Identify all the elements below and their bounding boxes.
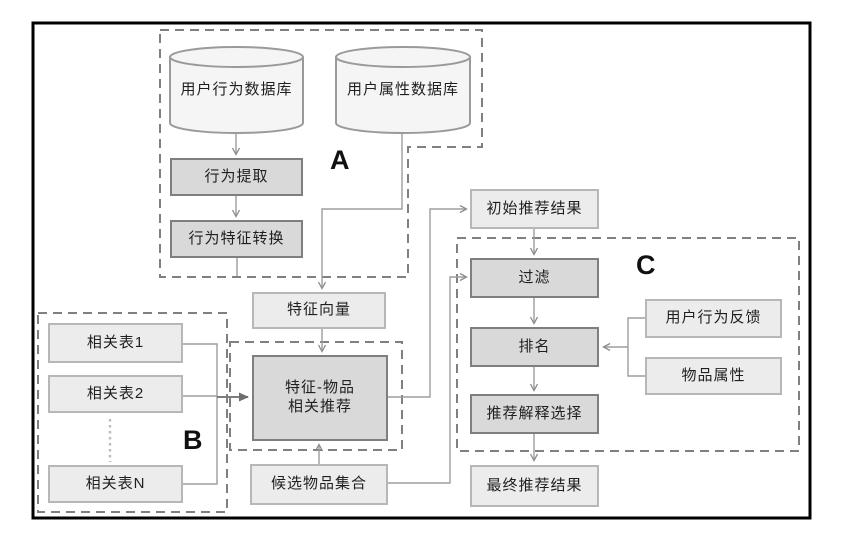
group-c-outline [456, 237, 800, 452]
user-behavior-db-cylinder [169, 46, 304, 134]
group-a-outline [159, 29, 483, 278]
connectors [183, 133, 645, 485]
user-attr-db-cylinder [335, 46, 471, 134]
group-b-outline [37, 312, 228, 513]
